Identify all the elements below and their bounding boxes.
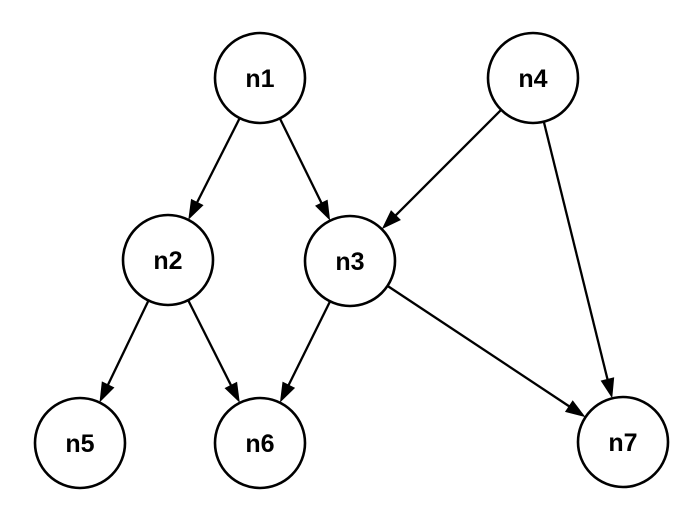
edge-n2-n6 (187, 299, 240, 403)
node-n4: n4 (486, 31, 580, 125)
edge-n2-n5 (99, 300, 150, 403)
node-label: n4 (518, 65, 547, 93)
edge-line (278, 117, 324, 206)
node-n1: n1 (213, 31, 307, 125)
arrowhead-icon (279, 381, 296, 403)
nodes-layer: n1 n2 n3 n4 n5 n6 n7 (33, 31, 670, 490)
arrowhead-icon (188, 198, 204, 220)
arrowhead-icon (381, 210, 401, 230)
node-n6: n6 (213, 396, 307, 490)
node-circle (576, 395, 670, 489)
edge-n1-n2 (188, 117, 241, 220)
edge-n3-n6 (279, 300, 332, 403)
arrowhead-icon (224, 381, 240, 403)
node-n3: n3 (303, 214, 397, 308)
edge-n1-n3 (278, 117, 331, 221)
edge-line (187, 299, 234, 389)
node-n5: n5 (33, 396, 127, 490)
edge-n4-n3 (381, 109, 502, 230)
arrowhead-icon (315, 199, 331, 221)
node-n7: n7 (576, 395, 670, 489)
node-label: n2 (153, 247, 182, 275)
node-circle (213, 396, 307, 490)
edge-line (105, 300, 150, 388)
node-circle (33, 396, 127, 490)
edge-line (286, 300, 332, 388)
arrowhead-icon (564, 400, 586, 418)
node-label: n7 (608, 429, 637, 457)
node-label: n6 (245, 430, 274, 458)
edge-n3-n7 (386, 284, 586, 418)
node-circle (303, 214, 397, 308)
node-circle (486, 31, 580, 125)
node-n2: n2 (121, 213, 215, 307)
node-label: n3 (335, 248, 364, 276)
node-label: n5 (65, 430, 94, 458)
node-circle (213, 31, 307, 125)
edges-layer (99, 109, 615, 418)
edge-line (194, 117, 241, 206)
arrowhead-icon (99, 381, 115, 403)
node-label: n1 (245, 65, 274, 93)
edge-n4-n7 (542, 121, 615, 399)
edge-line (393, 109, 502, 218)
node-circle (121, 213, 215, 307)
arrowhead-icon (600, 377, 615, 399)
edge-line (542, 121, 610, 383)
edge-line (386, 284, 572, 409)
